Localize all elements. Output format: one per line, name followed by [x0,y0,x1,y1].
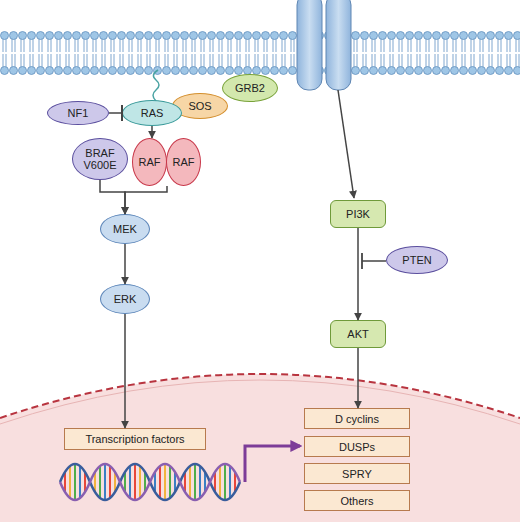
regulator-ellipse: PTEN [386,246,448,274]
node-label: Transcription factors [85,433,184,445]
nuclear-envelope [0,374,520,418]
mutant-ellipse: BRAF V600E [72,138,128,180]
kinase-ellipse: ERK [100,284,150,314]
node-label: GRB2 [235,82,265,94]
inhibition-line [362,260,386,262]
target-box: Others [304,490,410,511]
node-label: PI3K [346,208,370,220]
activation-arrow [125,186,167,214]
regulator-ellipse: NF1 [47,101,109,125]
node-label: RAF [173,156,195,168]
node-label: AKT [347,328,368,340]
activation-arrow [124,314,126,428]
node-label: PTEN [402,254,431,266]
node-label: DUSPs [339,441,375,453]
node-label: SPRY [342,468,372,480]
node-label: NF1 [68,107,89,119]
kinase-ellipse: MEK [100,214,150,244]
activation-arrow [357,228,359,320]
inhibition-bar [361,253,363,269]
kinase-box: PI3K [330,200,386,228]
activation-arrow [338,90,354,198]
node-label: SOS [188,100,211,112]
protein-ellipse: RAS [122,100,182,126]
nuclear-envelope-inner [0,380,520,424]
nuclear-box: Transcription factors [64,428,206,450]
node-label: MEK [113,223,137,235]
dna-helix [60,464,240,500]
activation-arrow [124,244,126,284]
kinase-ellipse: RAF [132,138,167,186]
lipid-bilayer [0,31,520,75]
receptor-subunit [326,0,351,90]
receptor-subunit [297,0,322,90]
node-label: D cyclins [335,413,379,425]
lipid-anchor [153,70,159,101]
inhibition-connector [109,112,123,114]
node-label: RAS [141,107,164,119]
protein-ellipse: GRB2 [222,74,278,102]
node-label: RAF [139,156,161,168]
target-box: SPRY [304,463,410,484]
target-box: DUSPs [304,436,410,457]
target-box: D cyclins [304,408,410,429]
activation-arrow [151,126,153,138]
kinase-ellipse: RAF [166,138,201,186]
node-label: BRAF V600E [77,147,123,171]
kinase-box: AKT [330,320,386,348]
node-label: Others [340,495,373,507]
transcription-arrow [245,446,300,482]
node-label: ERK [114,293,137,305]
activation-arrow [100,180,125,214]
activation-arrow [357,348,359,408]
nucleus [0,374,520,522]
